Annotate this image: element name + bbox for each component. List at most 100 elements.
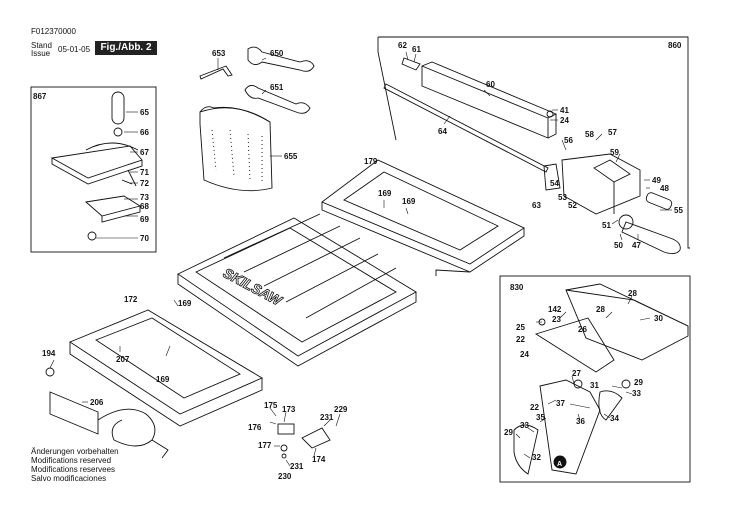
label-655: 655 [284,152,298,161]
label-73: 73 [140,193,149,202]
label-177: 177 [258,441,272,450]
wrench-651 [244,85,311,114]
issue-date: 05-01-05 [58,45,91,54]
stand-label: Stand [31,41,52,50]
label-23: 23 [552,315,561,324]
label-207: 207 [116,355,130,364]
label-29b: 29 [504,428,513,437]
label-229: 229 [334,405,348,414]
label-72: 72 [140,179,149,188]
label-22b: 22 [530,403,539,412]
label-651: 651 [270,83,284,92]
label-24a: 24 [560,116,569,125]
note-es: Salvo modificaciones [31,474,107,483]
switch-box [49,391,99,435]
label-61: 61 [412,45,421,54]
label-26: 26 [578,325,587,334]
label-54: 54 [550,179,559,188]
label-62: 62 [398,41,407,50]
miter-handle [111,91,125,125]
label-52: 52 [568,201,577,210]
label-194: 194 [42,349,56,358]
fence-carriage [561,153,641,215]
label-68: 68 [140,202,149,211]
label-653: 653 [212,49,226,58]
label-58: 58 [585,130,594,139]
label-179: 179 [364,157,378,166]
note-de: Änderungen vorbehalten [31,447,119,456]
label-34: 34 [610,414,619,423]
label-66: 66 [140,128,149,137]
label-48: 48 [660,184,669,193]
label-231b: 231 [290,462,304,471]
label-169d: 169 [156,375,170,384]
fence-handle [621,221,681,255]
bracket-174 [301,427,331,449]
guard-arm [534,317,615,373]
label-50: 50 [614,241,623,250]
label-27: 27 [572,369,581,378]
label-230: 230 [278,472,292,481]
wrench-650 [247,46,315,72]
label-169c: 169 [178,299,192,308]
label-57: 57 [608,128,617,137]
label-28b: 28 [596,305,605,314]
label-30: 30 [654,314,663,323]
hex-wrench [199,65,233,80]
label-53: 53 [558,193,567,202]
label-206: 206 [90,398,104,407]
label-31: 31 [590,381,599,390]
label-56: 56 [564,136,573,145]
fence-rail [383,83,549,173]
label-33a: 33 [632,389,641,398]
blade-guard-frame [499,275,691,483]
miter-head [50,145,143,179]
label-63: 63 [532,201,541,210]
group-830: 830 [510,283,524,292]
doc-number: F012370000 [31,27,76,36]
label-32: 32 [532,453,541,462]
change-notice: Änderungen vorbehalten Modifications res… [31,447,119,483]
issue-label: Issue [31,49,51,58]
dust-bag [199,107,273,192]
label-49: 49 [652,176,661,185]
label-55: 55 [674,206,683,215]
label-142: 142 [548,305,562,314]
label-70: 70 [140,234,149,243]
label-25: 25 [516,323,525,332]
label-29a: 29 [634,378,643,387]
group-860: 860 [668,41,682,50]
figure-label: Fig./Abb. 2 [95,41,157,55]
label-174: 174 [312,455,326,464]
note-en: Modifications reserved [31,456,112,465]
group-867: 867 [33,92,47,101]
label-650: 650 [270,49,284,58]
label-176: 176 [248,423,262,432]
label-41: 41 [560,106,569,115]
label-175: 175 [264,401,278,410]
label-173: 173 [282,405,296,414]
fence-frame [377,36,690,249]
miter-gauge-frame [30,86,157,253]
label-33b: 33 [520,421,529,430]
label-169a: 169 [378,189,392,198]
label-71: 71 [140,168,149,177]
label-51: 51 [602,221,611,230]
label-231a: 231 [320,413,334,422]
label-67: 67 [140,148,149,157]
label-69: 69 [140,215,149,224]
callout-A: A [557,461,562,468]
label-47: 47 [632,241,641,250]
rear-table [321,159,525,265]
label-172: 172 [124,295,138,304]
label-24b: 24 [520,350,529,359]
label-22a: 22 [516,335,525,344]
label-35: 35 [536,413,545,422]
riving-knife [513,424,539,475]
label-64: 64 [438,127,447,136]
label-169b: 169 [402,197,416,206]
label-65: 65 [140,108,149,117]
main-table [177,217,417,357]
label-37: 37 [556,399,565,408]
